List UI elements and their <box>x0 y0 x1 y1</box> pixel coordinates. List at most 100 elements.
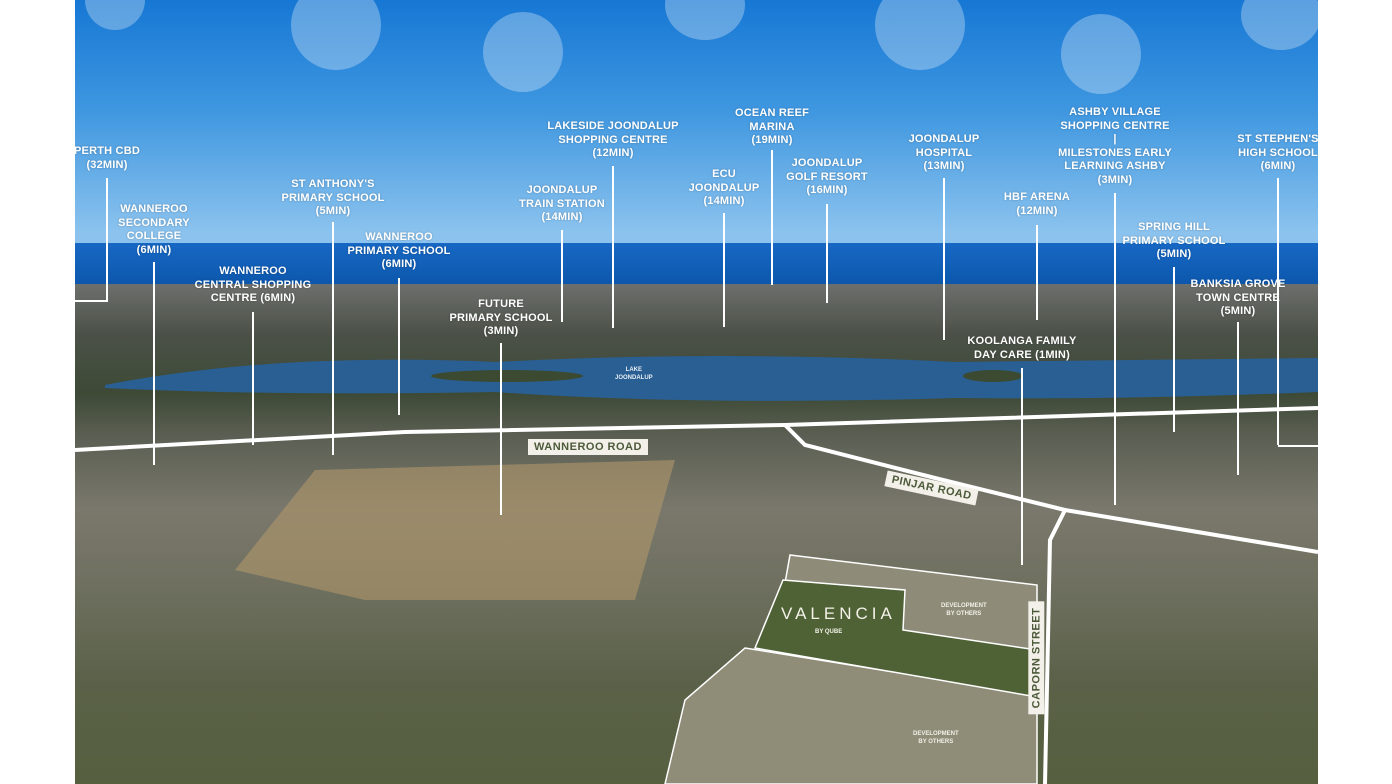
lake-island <box>963 370 1023 382</box>
destination-label-line: (6MIN) <box>1260 160 1296 172</box>
leader-line <box>826 204 828 303</box>
destination-label-line: (5MIN) <box>1156 248 1192 260</box>
destination-label-line: (14MIN) <box>703 195 745 207</box>
left-margin <box>0 0 75 784</box>
road-label-caporn: CAPORN STREET <box>1028 601 1045 715</box>
destination-label-line: PRIMARY SCHOOL <box>281 191 385 204</box>
valencia-byline: BY QUBE <box>815 629 843 635</box>
leader-line <box>75 300 108 302</box>
destination-label-line: HIGH SCHOOL <box>1238 146 1318 159</box>
destination-label-line: ASHBY VILLAGE <box>1069 106 1161 118</box>
destination-label-line: JOONDALUP <box>908 133 980 145</box>
destination-label-line: (3MIN) <box>483 325 519 337</box>
destination-label-line: CENTRE (6MIN) <box>210 292 296 304</box>
leader-line <box>500 343 502 515</box>
map-overlay <box>75 356 1318 784</box>
destination-label-line: (19MIN) <box>751 134 793 146</box>
leader-line <box>332 222 334 455</box>
leader-line <box>1278 445 1318 447</box>
destination-label-line: KOOLANGA FAMILY <box>967 335 1077 347</box>
leader-line <box>1114 193 1116 505</box>
destination-label-line: WANNEROO <box>365 231 433 243</box>
destination-label-line: LAKESIDE JOONDALUP <box>547 120 679 132</box>
leader-line <box>1173 267 1175 432</box>
destination-label-line: (6MIN) <box>381 258 417 270</box>
leader-line <box>106 178 108 300</box>
destination-label-line: (12MIN) <box>1016 204 1058 217</box>
destination-label-line: SPRING HILL <box>1138 221 1210 233</box>
destination-label-line: (12MIN) <box>592 147 634 159</box>
leader-line <box>771 150 773 285</box>
destination-label-line: (6MIN) <box>136 243 172 256</box>
valencia-logo: VALENCIA <box>781 604 896 623</box>
destination-label-line: ST ANTHONY'S <box>291 178 375 190</box>
lake-island <box>431 370 583 382</box>
sky <box>75 0 1318 246</box>
wanneroo-road-line <box>75 406 1318 452</box>
flower-decoration-icon <box>875 0 965 70</box>
destination-label-line: BANKSIA GROVE <box>1190 278 1286 290</box>
leader-line <box>723 213 725 327</box>
right-margin <box>1318 0 1392 784</box>
destination-label-line: (5MIN) <box>315 205 351 217</box>
destination-label-line: JOONDALUP <box>791 157 863 169</box>
destination-label-line: FUTURE <box>478 298 524 310</box>
flower-decoration-icon <box>291 0 381 70</box>
destination-label-line: WANNEROO <box>219 265 287 277</box>
leader-line <box>1237 322 1239 475</box>
orb-decoration-icon <box>483 12 563 92</box>
destination-label-line: PRIMARY SCHOOL <box>1122 234 1226 247</box>
leader-line <box>1021 368 1023 565</box>
destination-label-line: (3MIN) <box>1097 173 1133 186</box>
destination-label-line: JOONDALUP <box>688 181 760 194</box>
destination-label-line: MILESTONES EARLY <box>1058 146 1172 159</box>
destination-label-line: ECU <box>712 168 736 180</box>
destination-label-line: COLLEGE <box>126 230 182 242</box>
destination-label: HBF ARENA(12MIN) <box>1004 191 1070 218</box>
construction-area <box>235 460 675 600</box>
leader-line <box>252 312 254 445</box>
leader-line <box>153 262 155 465</box>
destination-label-line: SHOPPING CENTRE <box>558 133 668 146</box>
destination-label-line: (14MIN) <box>541 211 583 223</box>
destination-label-line: SHOPPING CENTRE <box>1060 119 1170 132</box>
destination-label-line: (16MIN) <box>806 184 848 196</box>
destination-label-line: CENTRAL SHOPPING <box>194 278 312 291</box>
destination-label-line: LEARNING ASHBY <box>1064 160 1166 172</box>
destination-label-line: MARINA <box>749 120 795 133</box>
destination-label-line: GOLF RESORT <box>786 170 868 183</box>
destination-label-line: HBF ARENA <box>1003 191 1071 203</box>
destination-label-line: TRAIN STATION <box>519 197 605 210</box>
leader-line <box>943 178 945 340</box>
pinjar-road-line <box>783 423 1318 554</box>
road-label-wanneroo: WANNEROO ROAD <box>528 439 648 455</box>
destination-label-line: (5MIN) <box>1220 305 1256 317</box>
lake-joondalup <box>105 356 1318 401</box>
leader-line <box>1277 178 1279 445</box>
destination-label-line: (32MIN) <box>86 158 128 171</box>
destination-label-line: TOWN CENTRE <box>1196 291 1280 304</box>
destination-label-line: JOONDALUP <box>526 184 598 196</box>
destination-label-line: SECONDARY <box>118 216 190 229</box>
leader-line <box>1036 225 1038 320</box>
destination-label-line: PRIMARY SCHOOL <box>449 311 553 324</box>
destination-label: PERTH CBD(32MIN) <box>75 145 140 172</box>
destination-label-line: ST STEPHEN'S <box>1237 133 1318 145</box>
